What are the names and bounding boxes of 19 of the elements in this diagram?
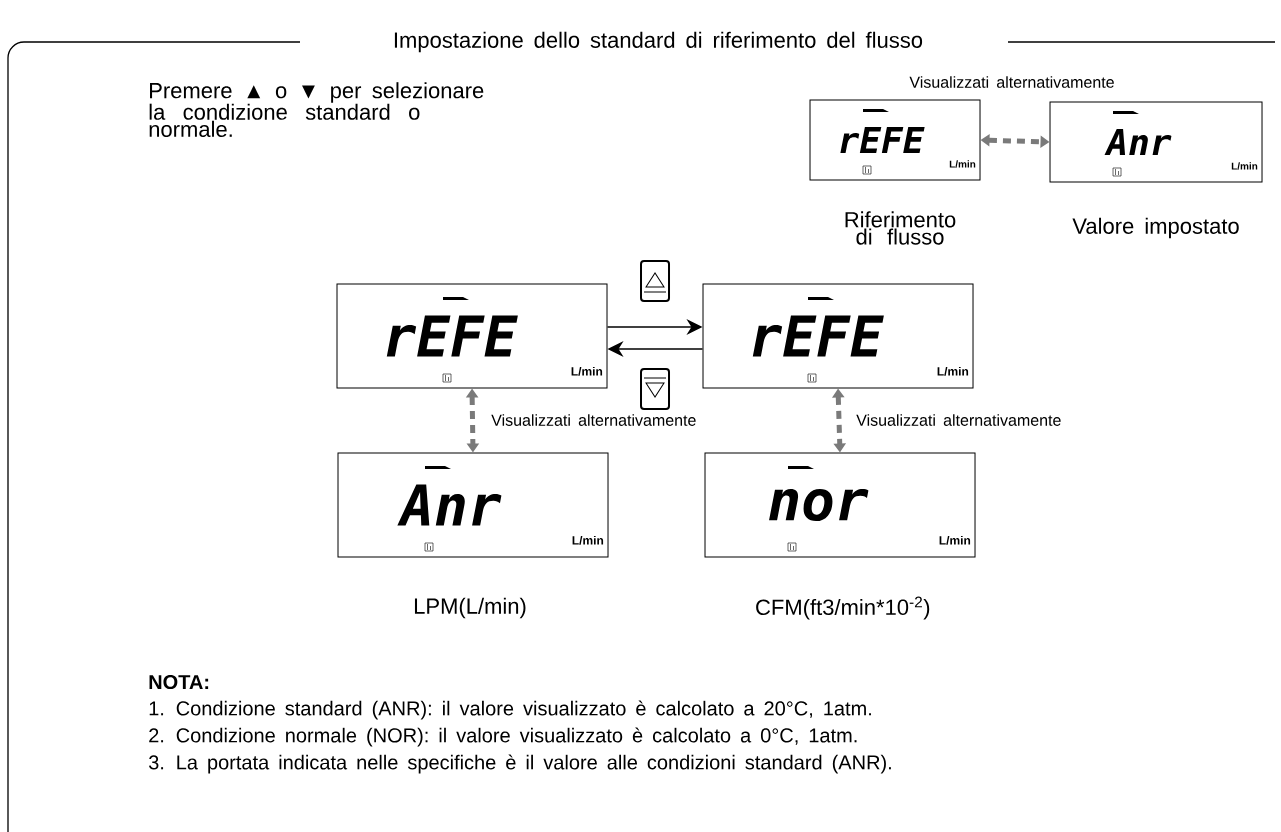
note-heading: NOTA: — [149, 674, 209, 690]
edge-label: Visualizzati alternativamente — [490, 413, 698, 427]
lcd-display: rEFE L/min — [702, 283, 974, 389]
title: Impostazione dello standard di riferimento del flusso — [390, 29, 926, 55]
caption-text: CFM(ft3/min*10$^{-2}$) — [756, 596, 930, 620]
caption-text: LPM(L/min) — [414, 597, 526, 619]
lcd-display: Anr L/min — [337, 452, 609, 558]
lcd-display: rEFE L/min — [809, 99, 981, 181]
edge-label: Visualizzati alternativamente — [908, 75, 1116, 89]
lcd-display: Anr L/min — [1049, 101, 1263, 183]
lcd-display: nor L/min — [704, 452, 976, 558]
note-text: 2. Condizione normale (NOR): il valore visualizzato è calcolato a 0°C, 1atm. — [149, 727, 857, 747]
note-text: 3. La portata indicata nelle specifiche è il valore alle condizioni standard (ANR). — [148, 754, 891, 774]
instruction-text: Premere ▲ o ▼ per selezionare la condizione standard o normale. — [149, 82, 484, 137]
note-text: 1. Condizione standard (ANR): il valore visualizzato è calcolato a 20°C, 1atm. — [149, 700, 871, 720]
caption-text: Valore impostato — [1072, 217, 1239, 239]
edge-label: Visualizzati alternativamente — [855, 413, 1063, 427]
lcd-display: rEFE L/min — [336, 283, 608, 389]
caption-text: Riferimento di flusso — [845, 211, 956, 245]
